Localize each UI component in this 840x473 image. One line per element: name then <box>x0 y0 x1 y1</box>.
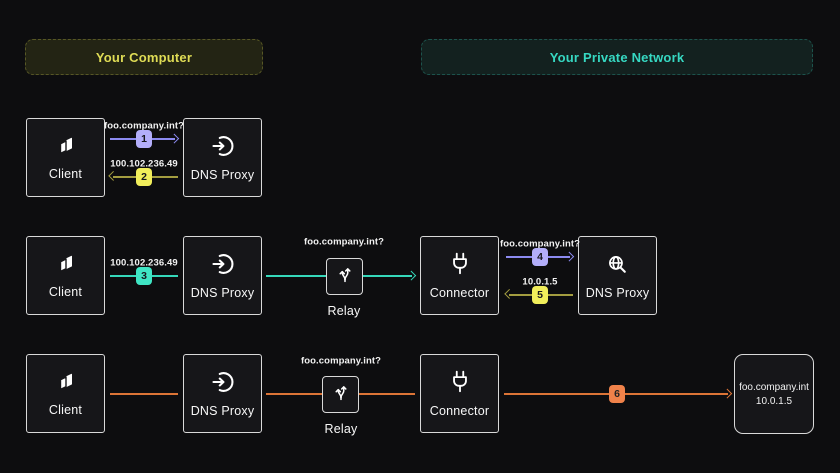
arrow-right-icon <box>406 271 416 281</box>
row3-relay-query-label: foo.company.int? <box>300 355 382 367</box>
row1-client-label: Client <box>48 167 83 181</box>
row3-client-node: Client <box>26 354 105 433</box>
plug-icon <box>447 251 473 277</box>
row2-dns-proxy-label: DNS Proxy <box>190 286 255 300</box>
destination-host-node: foo.company.int 10.0.1.5 <box>734 354 814 434</box>
arrow-right-icon <box>564 252 574 262</box>
your-private-network-header: Your Private Network <box>421 39 813 75</box>
row2-client-node: Client <box>26 236 105 315</box>
client-logo-icon <box>54 134 78 158</box>
row2-connector-label: Connector <box>429 286 490 300</box>
arrow-left-icon <box>108 172 118 182</box>
row2-dns-proxy-node: DNS Proxy <box>183 236 262 315</box>
client-logo-icon <box>54 252 78 276</box>
enter-circle-icon <box>210 251 236 277</box>
row3-connector-node: Connector <box>420 354 499 433</box>
step-5-badge: 5 <box>532 286 548 304</box>
globe-search-icon <box>605 252 630 277</box>
row2-relay-label: Relay <box>327 304 361 318</box>
destination-ip: 10.0.1.5 <box>755 395 793 407</box>
row3-client-label: Client <box>48 403 83 417</box>
row2-connector-node: Connector <box>420 236 499 315</box>
step-4-badge: 4 <box>532 248 548 266</box>
client-logo-icon <box>54 370 78 394</box>
plug-icon <box>447 369 473 395</box>
split-arrows-icon <box>330 381 352 408</box>
your-computer-header: Your Computer <box>25 39 263 75</box>
arrow-right-icon <box>722 389 732 399</box>
row3-relay-node <box>322 376 359 413</box>
row1-client-node: Client <box>26 118 105 197</box>
row2-relay-query-label: foo.company.int? <box>303 236 385 248</box>
row3-client-proxy-line <box>110 393 178 395</box>
row1-query-label: foo.company.int? <box>103 120 185 132</box>
row2-dns-proxy2-label: DNS Proxy <box>585 285 650 300</box>
enter-circle-icon <box>210 369 236 395</box>
row2-dns-proxy2-node: DNS Proxy <box>578 236 657 315</box>
arrow-right-icon <box>169 134 179 144</box>
row3-dns-proxy-label: DNS Proxy <box>190 404 255 418</box>
your-computer-label: Your Computer <box>95 49 193 65</box>
arrow-left-icon <box>504 290 514 300</box>
step-1-badge: 1 <box>136 130 152 148</box>
row3-dns-proxy-node: DNS Proxy <box>183 354 262 433</box>
split-arrows-icon <box>334 263 356 290</box>
row2-forward-label: 100.102.236.49 <box>110 257 178 268</box>
destination-hostname: foo.company.int <box>739 381 809 393</box>
row3-relay-label: Relay <box>324 422 358 436</box>
step-2-badge: 2 <box>136 168 152 186</box>
row2-client-label: Client <box>48 285 83 299</box>
your-private-network-label: Your Private Network <box>549 49 685 65</box>
row1-dns-proxy-node: DNS Proxy <box>183 118 262 197</box>
row3-connector-label: Connector <box>429 404 490 418</box>
row1-dns-proxy-label: DNS Proxy <box>190 168 255 182</box>
row2-relay-node <box>326 258 363 295</box>
step-3-badge: 3 <box>136 267 152 285</box>
enter-circle-icon <box>210 133 236 159</box>
row2-query-label: foo.company.int? <box>499 238 581 249</box>
row1-answer-label: 100.102.236.49 <box>110 158 178 169</box>
step-6-badge: 6 <box>609 385 625 403</box>
row2-answer-label: 10.0.1.5 <box>522 276 558 287</box>
